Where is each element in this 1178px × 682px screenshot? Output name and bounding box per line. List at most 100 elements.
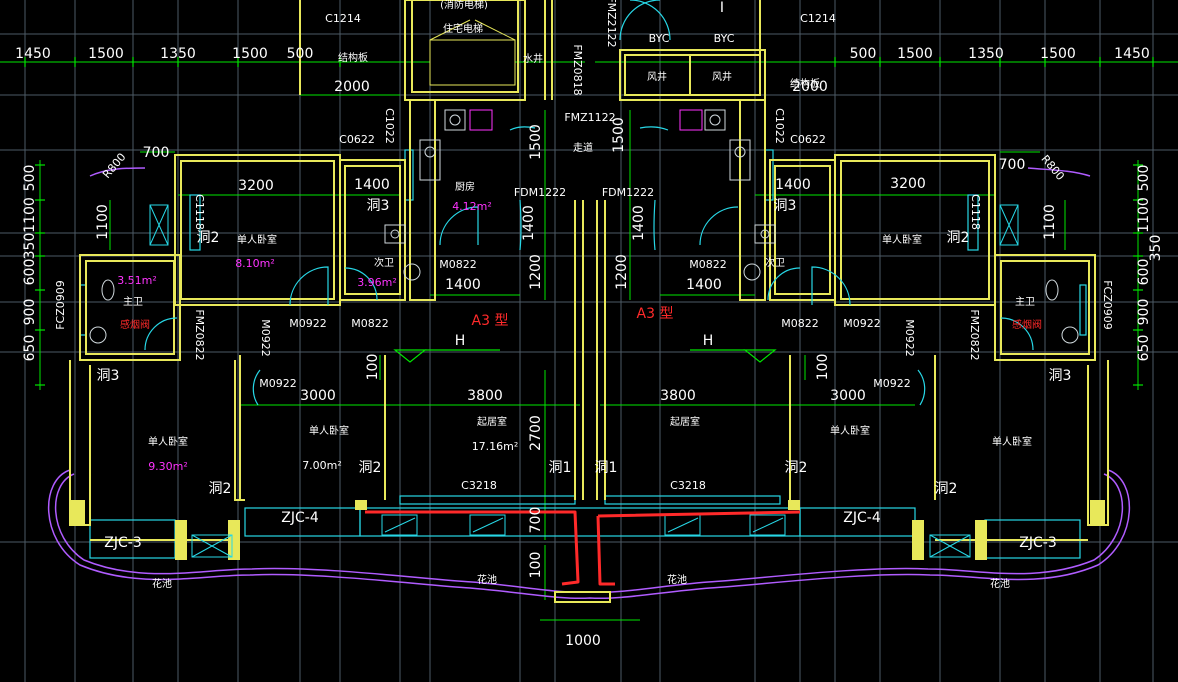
dim-2000-right: 2000: [792, 79, 828, 95]
area-bedroom-left: 9.30m²: [148, 460, 188, 473]
room-living-left: 起居室: [477, 415, 507, 428]
room-living-right: 起居室: [670, 415, 700, 428]
label-c3218-right: C3218: [670, 479, 706, 492]
label-byc-left: BYC: [649, 32, 670, 45]
label-c1022-right: C1022: [773, 108, 786, 144]
dim-1400-left-v: 1400: [521, 205, 537, 241]
room-corridor: 走道: [573, 141, 593, 154]
label-fmz0822-right: FMZ0822: [968, 309, 981, 360]
dim-top-left-5: 500: [287, 46, 314, 62]
label-anti-fall-left: 感烟阀: [120, 318, 150, 331]
label-m0922-left: M0922: [289, 317, 327, 330]
red-markup-line: [365, 510, 801, 586]
label-hole3-d: 洞3: [1049, 368, 1072, 384]
dim-1100-right-inner: 1100: [1042, 204, 1058, 240]
label-m0822-right: M0822: [781, 317, 819, 330]
label-hole2-b: 洞2: [947, 230, 970, 246]
dim-3800-left: 3800: [467, 388, 503, 404]
dim-top-right-1: 500: [850, 46, 877, 62]
room-master-bath-right: 主卫: [1015, 296, 1035, 308]
room-air-well-right: 风井: [712, 70, 732, 83]
dim-2700: 2700: [528, 415, 544, 451]
dim-right-350: 350: [1148, 235, 1164, 262]
dim-right-500: 500: [1136, 165, 1152, 192]
label-hole3-c: 洞3: [97, 368, 120, 384]
label-zjc3-right: ZJC-3: [1019, 535, 1056, 551]
dim-top-left-2: 1500: [88, 46, 124, 62]
dim-1400-left-mid: 1400: [445, 277, 481, 293]
room-planter-1: 花池: [152, 577, 172, 590]
label-c1214-right: C1214: [800, 12, 836, 25]
dim-1400-right-v: 1400: [631, 205, 647, 241]
dim-top-right-3: 1350: [968, 46, 1004, 62]
label-hole2-a: 洞2: [197, 230, 220, 246]
label-c1022-left: C1022: [383, 108, 396, 144]
level-markers: [393, 349, 777, 363]
dim-right-600: 600: [1136, 259, 1152, 286]
vent-hatches: [149, 204, 1019, 558]
label-m0922-right-v: M0922: [903, 319, 916, 357]
elevator-shaft: [429, 19, 516, 86]
dim-2000-left: 2000: [334, 79, 370, 95]
dim-left-1100: 1100: [22, 197, 38, 233]
dim-top-left-3: 1350: [160, 46, 196, 62]
room-second-bath-left: 次卫: [374, 256, 394, 269]
dim-left-350: 350: [22, 233, 38, 260]
dim-1500-left: 1500: [528, 124, 544, 160]
label-m0822-right-top: M0822: [689, 258, 727, 271]
label-a3-right: A3 型: [637, 306, 674, 322]
label-fmz0818: FMZ0818: [571, 44, 584, 95]
dim-top-right-4: 1500: [1040, 46, 1076, 62]
room-bedroom-mid-left: 单人卧室: [309, 424, 349, 437]
dim-right-900: 900: [1136, 299, 1152, 326]
room-master-bath-left: 主卫: [123, 296, 143, 308]
dim-left-600: 600: [22, 259, 38, 286]
room-planter-3: 花池: [667, 573, 687, 586]
label-hole2-e: 洞2: [209, 481, 232, 497]
room-bedroom-mid-right: 单人卧室: [830, 424, 870, 437]
label-byc-right: BYC: [714, 32, 735, 45]
dim-100-left: 100: [365, 354, 381, 381]
label-i-mark: I: [720, 0, 724, 16]
label-fmz2122: FMZ2122: [605, 0, 618, 48]
label-c0622-right: C0622: [790, 133, 826, 146]
dim-3200-left: 3200: [238, 178, 274, 194]
label-hole2-f: 洞2: [935, 481, 958, 497]
label-a3-left: A3 型: [472, 313, 509, 329]
dim-1400-right-top: 1400: [775, 177, 811, 193]
door-swings: [144, 0, 1034, 406]
dim-3800-right: 3800: [660, 388, 696, 404]
dim-1400-left-top: 1400: [354, 177, 390, 193]
label-fdm1222-right: FDM1222: [602, 186, 654, 199]
label-hole3-a: 洞3: [367, 198, 390, 214]
area-master-bath: 3.51m²: [117, 274, 157, 287]
label-hole3-b: 洞3: [774, 198, 797, 214]
room-structure-board-left: 结构板: [338, 51, 368, 64]
room-bedroom-big-right: 单人卧室: [992, 435, 1032, 448]
walls: [69, 0, 1109, 541]
dim-1400-right-mid: 1400: [686, 277, 722, 293]
label-fcz0909-left: FCZ0909: [54, 280, 67, 330]
label-c3218-left: C3218: [461, 479, 497, 492]
label-c1118-right: C1118: [969, 194, 982, 230]
dim-top-right-2: 1500: [897, 46, 933, 62]
label-zjc4-right: ZJC-4: [843, 510, 881, 526]
label-zjc4-left: ZJC-4: [281, 510, 319, 526]
dim-700-right: 700: [999, 157, 1026, 173]
dim-left-900: 900: [22, 299, 38, 326]
room-bedroom-top-left: 单人卧室: [237, 233, 277, 246]
label-h-right: H: [703, 333, 714, 349]
dim-bottom-1000: 1000: [565, 633, 601, 649]
dim-1200-right: 1200: [614, 254, 630, 290]
area-second-bath: 3.96m²: [357, 276, 397, 289]
dim-top-left-1: 1450: [15, 46, 51, 62]
label-hole1-a: 洞1: [549, 460, 572, 476]
dim-3200-right: 3200: [890, 176, 926, 192]
dim-700-left: 700: [143, 145, 170, 161]
label-c1214-left: C1214: [325, 12, 361, 25]
label-zjc3-left: ZJC-3: [104, 535, 141, 551]
room-bedroom-top-right: 单人卧室: [882, 233, 922, 246]
dim-top-right-5: 1450: [1114, 46, 1150, 62]
